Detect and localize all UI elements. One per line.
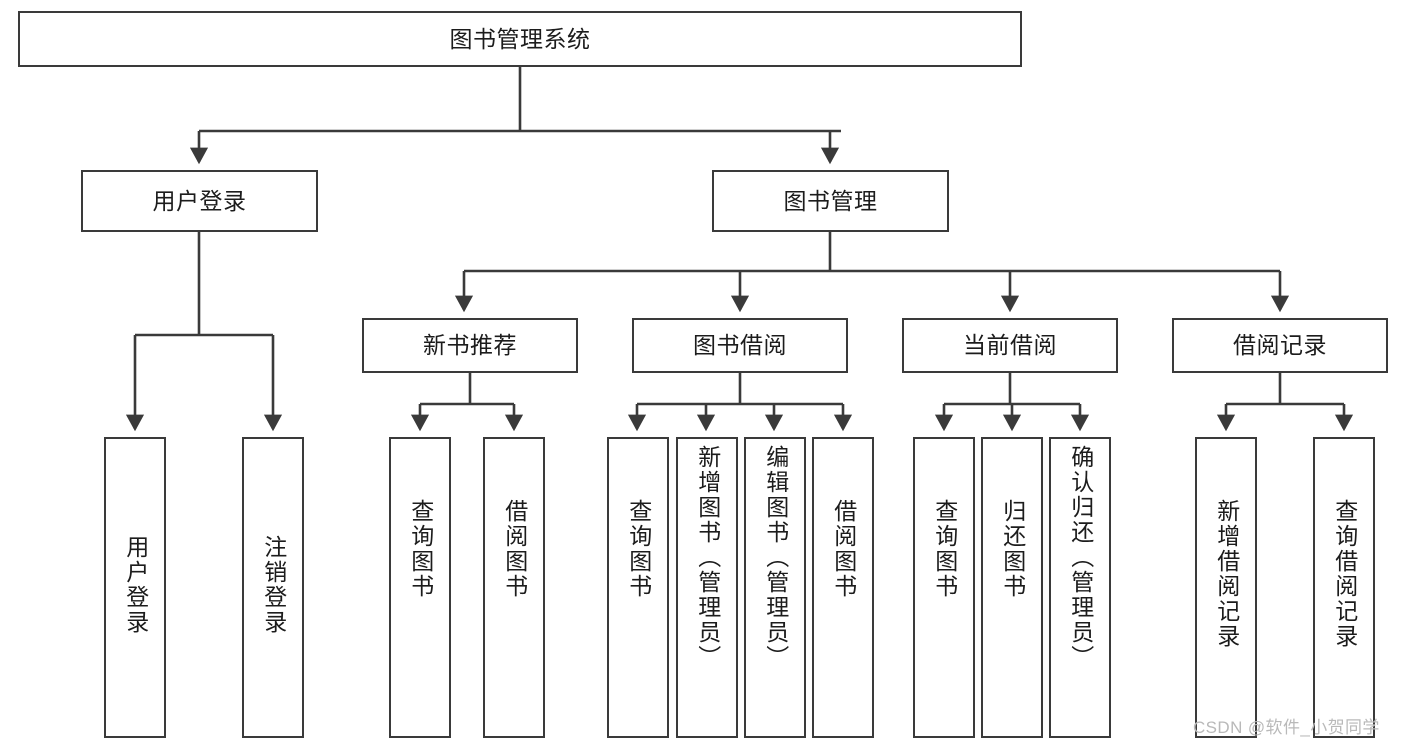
node-label: 查询借阅记录 <box>1331 499 1358 649</box>
node-label: 用户登录 <box>152 187 247 214</box>
leaf-new-book-query-book[interactable]: 查询图书 <box>389 437 451 738</box>
node-new-book-recommend[interactable]: 新书推荐 <box>362 318 578 373</box>
leaf-user-login-logout[interactable]: 注销登录 <box>242 437 304 738</box>
node-borrow-record[interactable]: 借阅记录 <box>1172 318 1388 373</box>
node-label: 查询图书 <box>625 499 652 599</box>
node-label: 用户登录 <box>122 535 149 635</box>
leaf-borrow-record-add-record[interactable]: 新增借阅记录 <box>1195 437 1257 738</box>
leaf-current-borrow-confirm-return-admin[interactable]: 确认归还（管理员） <box>1049 437 1111 738</box>
node-label: 注销登录 <box>260 535 287 635</box>
node-label: 归还图书 <box>999 499 1026 599</box>
node-label: 借阅图书 <box>501 499 528 599</box>
leaf-new-book-borrow-book[interactable]: 借阅图书 <box>483 437 545 738</box>
node-label: 图书借阅 <box>693 332 787 359</box>
leaf-book-borrow-query-book[interactable]: 查询图书 <box>607 437 669 738</box>
node-label: 新增借阅记录 <box>1213 499 1240 649</box>
node-label: 新书推荐 <box>423 332 517 359</box>
leaf-current-borrow-query-book[interactable]: 查询图书 <box>913 437 975 738</box>
leaf-current-borrow-return-book[interactable]: 归还图书 <box>981 437 1043 738</box>
node-book-borrow[interactable]: 图书借阅 <box>632 318 848 373</box>
node-label: 借阅记录 <box>1233 332 1327 359</box>
node-label: 图书管理系统 <box>449 25 591 52</box>
leaf-borrow-record-query-record[interactable]: 查询借阅记录 <box>1313 437 1375 738</box>
leaf-book-borrow-add-book-admin[interactable]: 新增图书（管理员） <box>676 437 738 738</box>
node-label: 编辑图书（管理员） <box>762 445 789 670</box>
node-root-book-management-system[interactable]: 图书管理系统 <box>18 11 1022 67</box>
node-current-borrow[interactable]: 当前借阅 <box>902 318 1118 373</box>
node-label: 查询图书 <box>931 499 958 599</box>
node-label: 借阅图书 <box>830 499 857 599</box>
leaf-book-borrow-edit-book-admin[interactable]: 编辑图书（管理员） <box>744 437 806 738</box>
leaf-user-login-login[interactable]: 用户登录 <box>104 437 166 738</box>
node-user-login[interactable]: 用户登录 <box>81 170 318 232</box>
node-label: 查询图书 <box>407 499 434 599</box>
leaf-book-borrow-borrow-book[interactable]: 借阅图书 <box>812 437 874 738</box>
node-label: 确认归还（管理员） <box>1067 445 1094 670</box>
node-label: 当前借阅 <box>963 332 1057 359</box>
node-label: 新增图书（管理员） <box>694 445 721 670</box>
node-book-management[interactable]: 图书管理 <box>712 170 949 232</box>
csdn-watermark: CSDN @软件_小贺同学 <box>1193 718 1380 737</box>
node-label: 图书管理 <box>783 187 878 214</box>
